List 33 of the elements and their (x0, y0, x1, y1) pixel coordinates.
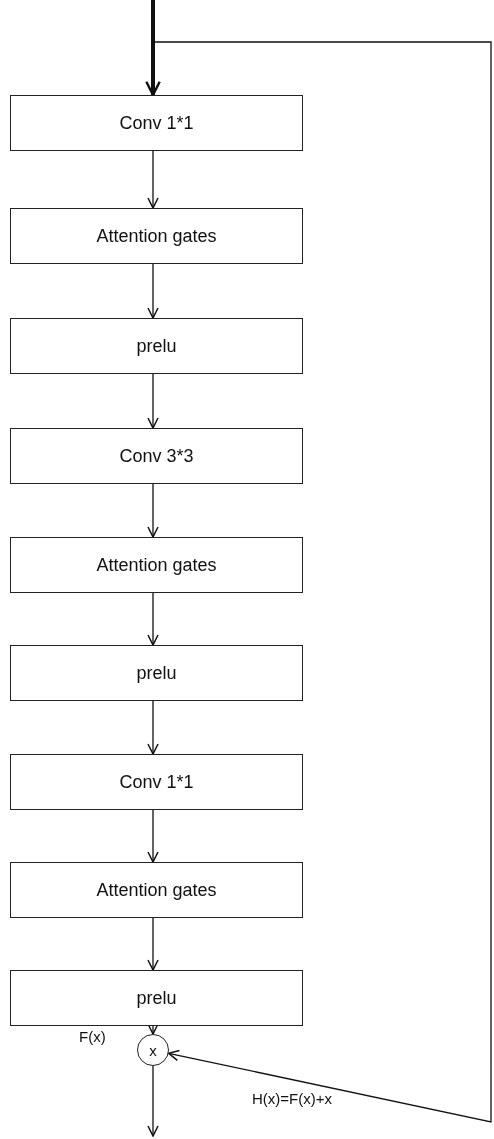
process-box (10, 95, 303, 151)
multiply-circle (137, 1034, 169, 1066)
process-box (10, 208, 303, 264)
process-box (10, 537, 303, 593)
arrow (147, 1065, 159, 1137)
process-box (10, 428, 303, 484)
arrow (147, 483, 159, 538)
box-label: Conv 1*1 (119, 771, 194, 793)
arrow (147, 592, 159, 646)
edge-label: H(x)=F(x)+x (250, 1090, 334, 1107)
arrow (147, 917, 159, 971)
process-box (10, 318, 303, 374)
box-label: Conv 3*3 (119, 445, 194, 467)
operator-symbol: x (149, 1041, 157, 1059)
box-label: prelu (136, 987, 177, 1009)
box-label: prelu (136, 335, 177, 357)
arrow (147, 373, 159, 429)
process-box (10, 754, 303, 810)
arrow (147, 150, 159, 209)
process-box (10, 970, 303, 1026)
box-label: Conv 1*1 (119, 112, 194, 134)
arrow (147, 809, 159, 863)
arrow (147, 700, 159, 755)
arrow (147, 263, 159, 319)
skip-connection-arrow (152, 41, 492, 1123)
process-box (10, 645, 303, 701)
arrow (145, 0, 161, 97)
box-label: Attention gates (96, 879, 217, 901)
box-label: Attention gates (96, 225, 217, 247)
process-box (10, 862, 303, 918)
signal-label: F(x) (79, 1028, 106, 1045)
box-label: prelu (136, 662, 177, 684)
box-label: Attention gates (96, 554, 217, 576)
